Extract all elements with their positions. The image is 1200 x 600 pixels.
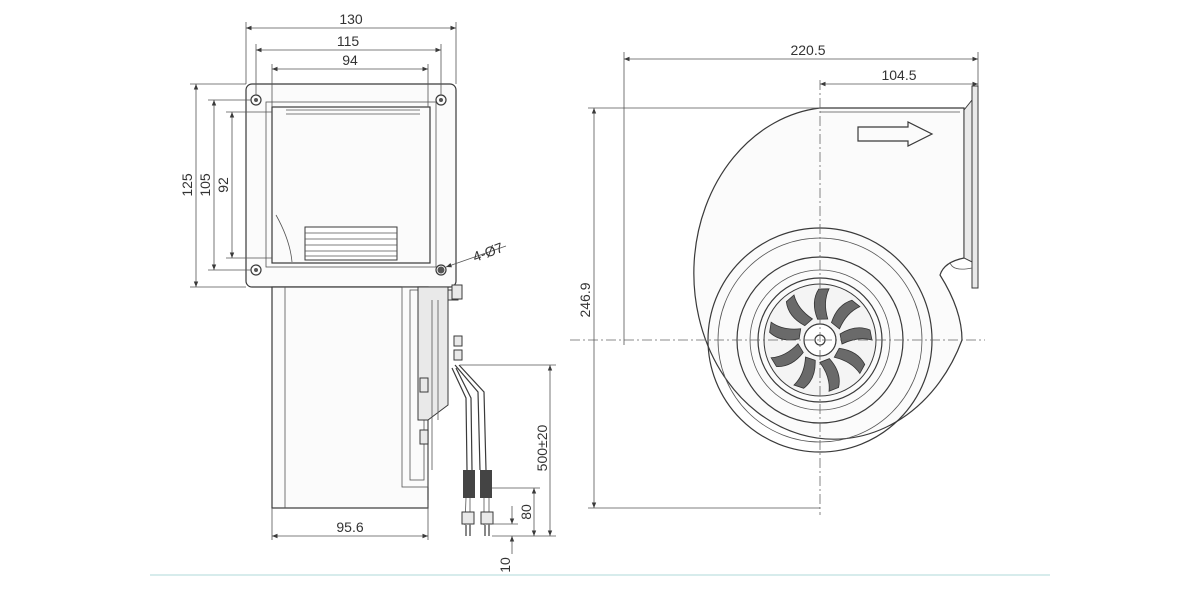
impeller-blade [830, 299, 861, 330]
lead-wires [451, 364, 494, 536]
dim-total-width: 220.5 [623, 42, 979, 345]
impeller-blade [793, 356, 816, 389]
dim-label-95-6: 95.6 [336, 519, 363, 535]
scroll-housing [693, 107, 965, 440]
dim-label-125: 125 [179, 173, 195, 197]
outlet-louvers [275, 214, 398, 263]
dim-strip-length: 80 [492, 487, 540, 536]
front-view: 130 115 94 125 105 [179, 11, 556, 573]
dim-label-130: 130 [339, 11, 363, 27]
dim-label-94: 94 [342, 52, 358, 68]
dim-flange-height: 125 [179, 83, 246, 288]
impeller-blade [813, 288, 830, 320]
dim-label-104-5: 104.5 [881, 67, 916, 83]
dim-outlet-offset: 104.5 [820, 67, 978, 87]
dim-cable-length: 500±20 [460, 364, 556, 537]
dim-end-length: 10 [492, 506, 518, 573]
dim-label-105: 105 [197, 173, 213, 197]
dim-hole-spacing-w: 115 [255, 33, 442, 95]
dim-label-80: 80 [518, 504, 534, 520]
side-view: 220.5 104.5 246.9 [570, 42, 985, 515]
dim-opening-height: 92 [215, 111, 272, 259]
dim-label-115: 115 [337, 33, 360, 49]
dim-label-246-9: 246.9 [577, 282, 593, 317]
impeller-blade [833, 347, 866, 375]
dim-depth: 95.6 [271, 500, 429, 540]
impeller-blade [785, 294, 814, 327]
dim-total-height: 246.9 [577, 107, 820, 509]
dim-label-500: 500±20 [534, 424, 550, 471]
dim-opening-width: 94 [271, 52, 429, 107]
outlet-opening [271, 106, 431, 264]
dim-label-92: 92 [215, 177, 231, 193]
dim-label-holes: 4-Ø7 [471, 239, 506, 265]
impeller-blade [819, 358, 840, 392]
airflow-arrow-icon [857, 121, 934, 147]
impeller-blade [770, 343, 804, 367]
housing-body [271, 284, 463, 509]
dim-label-10: 10 [497, 557, 513, 573]
dim-hole-spacing-h: 105 [197, 99, 251, 271]
dim-flange-width: 130 [245, 11, 457, 84]
dim-label-220-5: 220.5 [790, 42, 825, 58]
